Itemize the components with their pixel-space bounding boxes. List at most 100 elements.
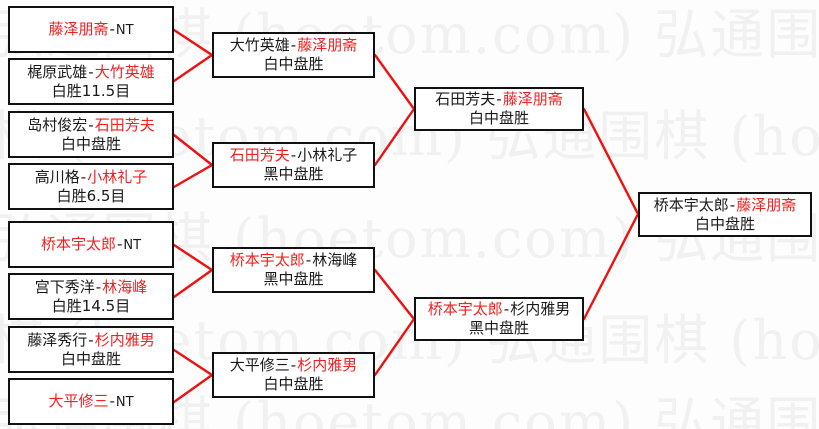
player-right: 藤泽朋斋	[297, 36, 358, 55]
match-result: 白中盘胜	[60, 349, 121, 368]
match-pairing: 岛村俊宏-石田芳夫	[27, 116, 154, 135]
match-result: 白胜14.5目	[51, 296, 131, 315]
player-left: 桥本宇太郎	[229, 251, 305, 270]
connector-line	[172, 373, 214, 404]
pair-dash: -	[503, 300, 510, 319]
match-result: 白中盘胜	[694, 214, 755, 233]
match-result: 白胜11.5目	[51, 81, 131, 100]
match-result: 黑中盘胜	[468, 319, 529, 337]
player-right: 石田芳夫	[94, 115, 155, 134]
match-result: 白中盘胜	[263, 375, 324, 393]
connector-line	[373, 53, 416, 111]
connector-line	[172, 163, 214, 189]
match-box-r1-4[interactable]: 高川格-小林礼子 白胜6.5目	[8, 163, 174, 210]
player-right: NT	[123, 237, 142, 253]
player-left: 宫下秀洋	[34, 277, 95, 296]
player-left: 藤泽朋斋	[48, 19, 109, 38]
pair-dash: -	[305, 251, 312, 270]
player-left: 高川格	[34, 167, 80, 186]
player-right: 藤泽朋斋	[736, 195, 797, 214]
match-box-r1-6[interactable]: 宫下秀洋-林海峰 白胜14.5目	[8, 273, 174, 320]
player-left: 梶原武雄	[27, 62, 88, 81]
player-right: 杉内雅男	[297, 356, 358, 375]
match-box-final[interactable]: 桥本宇太郎-藤泽朋斋 白中盘胜	[638, 192, 812, 237]
match-pairing: 桥本宇太郎-NT	[41, 235, 141, 254]
match-pairing: 大平修三-NT	[48, 392, 133, 411]
match-box-r2-1[interactable]: 大竹英雄-藤泽朋斋 白中盘胜	[212, 32, 375, 78]
pair-dash: -	[496, 90, 502, 109]
match-box-r1-8[interactable]: 大平修三-NT	[8, 378, 174, 425]
pair-dash: -	[116, 234, 123, 253]
player-right: 大竹英雄	[94, 62, 155, 81]
match-box-r1-1[interactable]: 藤泽朋斋-NT	[8, 6, 174, 53]
player-right: NT	[115, 22, 134, 38]
match-box-r2-4[interactable]: 大平修三-杉内雅男 白中盘胜	[212, 352, 375, 398]
pair-dash: -	[109, 19, 115, 38]
pair-dash: -	[80, 167, 87, 186]
match-box-r3-2[interactable]: 桥本宇太郎-杉内雅男 黑中盘胜	[414, 297, 584, 341]
connector-line	[172, 28, 214, 57]
match-box-r2-2[interactable]: 石田芳夫-小林礼子 黑中盘胜	[212, 142, 375, 188]
player-left: 大平修三	[48, 391, 109, 410]
player-right: 藤泽朋斋	[502, 90, 563, 109]
connector-line	[582, 212, 640, 321]
connector-line	[373, 107, 416, 167]
player-left: 藤泽秀行	[27, 330, 88, 349]
match-pairing: 石田芳夫-藤泽朋斋	[435, 90, 562, 109]
player-right: 杉内雅男	[510, 300, 571, 319]
match-result: 白中盘胜	[468, 109, 529, 127]
pair-dash: -	[95, 277, 102, 296]
connector-line	[172, 133, 214, 167]
player-right: 林海峰	[102, 277, 148, 296]
match-result: 白中盘胜	[263, 55, 324, 73]
connector-line	[172, 53, 214, 83]
match-result: 白胜6.5目	[56, 186, 126, 205]
pair-dash: -	[290, 356, 297, 375]
match-result: 白中盘胜	[60, 134, 121, 153]
connector-line	[373, 268, 416, 321]
match-box-r1-7[interactable]: 藤泽秀行-杉内雅男 白中盘胜	[8, 326, 174, 373]
match-result: 黑中盘胜	[263, 165, 324, 183]
match-pairing: 梶原武雄-大竹英雄	[27, 63, 154, 82]
match-pairing: 石田芳夫-小林礼子	[230, 146, 357, 165]
connector-line	[172, 243, 214, 272]
player-left: 大竹英雄	[229, 36, 290, 55]
player-right: 小林礼子	[297, 146, 358, 165]
player-right: 小林礼子	[87, 167, 148, 186]
match-pairing: 藤泽朋斋-NT	[48, 20, 133, 39]
player-left: 大平修三	[229, 356, 290, 375]
player-left: 桥本宇太郎	[427, 300, 503, 319]
pair-dash: -	[290, 36, 297, 55]
player-left: 石田芳夫	[435, 90, 496, 109]
match-pairing: 桥本宇太郎-藤泽朋斋	[654, 196, 796, 215]
match-pairing: 大平修三-杉内雅男	[230, 356, 357, 375]
match-pairing: 桥本宇太郎-杉内雅男	[428, 300, 570, 319]
match-box-r2-3[interactable]: 桥本宇太郎-林海峰 黑中盘胜	[212, 247, 375, 293]
player-left: 石田芳夫	[229, 146, 290, 165]
connector-line	[582, 107, 640, 216]
match-pairing: 大竹英雄-藤泽朋斋	[230, 36, 357, 55]
match-box-r1-2[interactable]: 梶原武雄-大竹英雄 白胜11.5目	[8, 58, 174, 105]
connector-line	[172, 348, 214, 377]
match-box-r1-3[interactable]: 岛村俊宏-石田芳夫 白中盘胜	[8, 111, 174, 158]
connector-line	[172, 268, 214, 299]
match-pairing: 桥本宇太郎-林海峰	[230, 251, 357, 270]
match-pairing: 高川格-小林礼子	[35, 168, 147, 187]
player-right: 杉内雅男	[94, 330, 155, 349]
player-right: NT	[115, 394, 134, 410]
pair-dash: -	[88, 330, 94, 349]
match-box-r3-1[interactable]: 石田芳夫-藤泽朋斋 白中盘胜	[414, 87, 584, 131]
pair-dash: -	[290, 146, 297, 165]
match-result: 黑中盘胜	[263, 270, 324, 288]
pair-dash: -	[109, 391, 115, 410]
pair-dash: -	[88, 62, 94, 81]
match-box-r1-5[interactable]: 桥本宇太郎-NT	[8, 221, 174, 268]
pair-dash: -	[729, 195, 736, 214]
player-left: 桥本宇太郎	[653, 195, 729, 214]
connector-line	[373, 317, 416, 377]
match-pairing: 藤泽秀行-杉内雅男	[27, 331, 154, 350]
player-left: 桥本宇太郎	[40, 234, 116, 253]
player-right: 林海峰	[312, 251, 358, 270]
pair-dash: -	[88, 115, 94, 134]
